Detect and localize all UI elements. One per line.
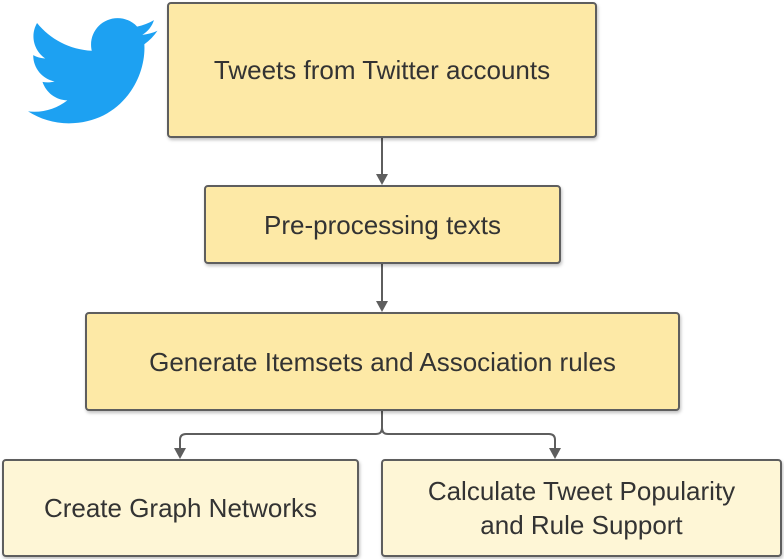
node-tweets-from-twitter: Tweets from Twitter accounts — [167, 2, 597, 138]
node-create-graph-networks: Create Graph Networks — [2, 459, 359, 557]
twitter-bird-icon — [28, 18, 158, 124]
arrowhead-n3 — [376, 301, 388, 312]
node-label: Create Graph Networks — [43, 493, 318, 523]
arrowhead-n2 — [376, 174, 388, 185]
twitter-bird-shape — [28, 18, 158, 124]
node-label-line-1: Calculate Tweet Popularity — [427, 476, 736, 506]
edge-n3-split — [179, 411, 383, 450]
node-label: Tweets from Twitter accounts — [213, 55, 551, 85]
node-label: Calculate Tweet Popularity and Rule Supp… — [420, 474, 743, 542]
node-label: Generate Itemsets and Association rules — [149, 346, 616, 377]
arrowhead-n5 — [549, 448, 561, 459]
edge-n3-n5 — [381, 427, 556, 450]
node-pre-processing: Pre-processing texts — [204, 185, 561, 264]
node-generate-itemsets: Generate Itemsets and Association rules — [85, 312, 680, 411]
node-label: Pre-processing texts — [264, 209, 501, 240]
node-calculate-popularity: Calculate Tweet Popularity and Rule Supp… — [381, 459, 782, 557]
node-label-line-2: and Rule Support — [480, 510, 683, 540]
arrowhead-n4 — [174, 448, 186, 459]
